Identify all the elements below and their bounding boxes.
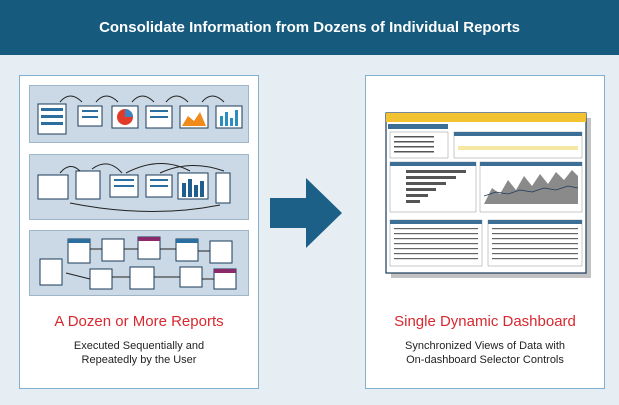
- dashboard-panel-title: Single Dynamic Dashboard: [394, 313, 576, 330]
- report-flow-3-graphic: [39, 236, 237, 290]
- report-strip-1: [29, 85, 249, 143]
- dashboard-subtitle-line-2: On-dashboard Selector Controls: [406, 354, 564, 366]
- dashboard-panel: Single Dynamic Dashboard Synchronized Vi…: [365, 75, 605, 389]
- banner-title: Consolidate Information from Dozens of I…: [99, 19, 520, 36]
- reports-subtitle-line-2: Repeatedly by the User: [81, 354, 197, 366]
- reports-panel: A Dozen or More Reports Executed Sequent…: [19, 75, 259, 389]
- dashboard-thumbnail: [385, 112, 591, 278]
- reports-panel-title: A Dozen or More Reports: [54, 313, 224, 330]
- report-strip-2: [29, 154, 249, 220]
- reports-subtitle-line-1: Executed Sequentially and: [73, 340, 205, 352]
- report-strip-3: [29, 230, 249, 296]
- banner: Consolidate Information from Dozens of I…: [0, 0, 619, 55]
- right-arrow-icon: [270, 178, 342, 248]
- report-flow-1-graphic: [37, 95, 243, 135]
- dashboard-section-bar: [388, 124, 448, 129]
- dashboard-panel-subtitle: Synchronized Views of Data with On-dashb…: [366, 339, 604, 367]
- report-flow-2-graphic: [37, 162, 231, 213]
- reports-panel-subtitle: Executed Sequentially and Repeatedly by …: [20, 339, 258, 367]
- dashboard-bar-chart: [389, 161, 477, 213]
- dashboard-header-bar: [386, 113, 586, 122]
- dashboard-subtitle-line-1: Synchronized Views of Data with: [405, 340, 565, 352]
